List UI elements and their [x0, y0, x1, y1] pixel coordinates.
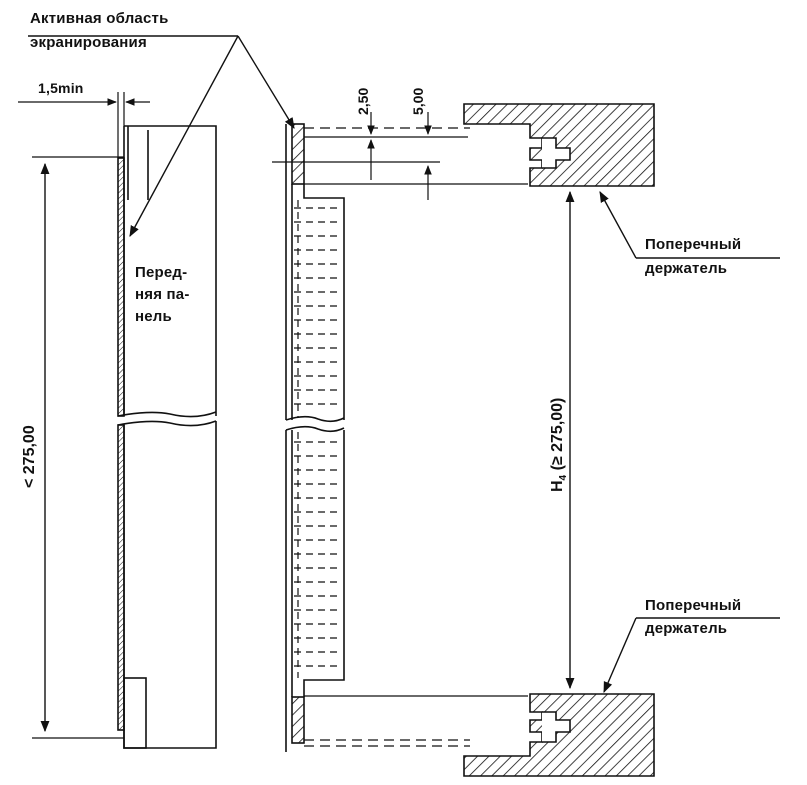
front-panel-label-line1: Перед-	[135, 264, 188, 281]
active-area-label-line1: Активная область	[30, 10, 169, 27]
front-panel-left	[32, 125, 217, 749]
holder-top-label-line1: Поперечный	[645, 236, 742, 253]
holder-bottom-label-line1: Поперечный	[645, 597, 742, 614]
board-assembly	[272, 123, 528, 752]
dim-label-2-50: 2,50	[355, 87, 371, 115]
front-panel-label-line2: няя па-	[135, 286, 190, 303]
dim-label-5-00: 5,00	[410, 87, 426, 115]
height-h4-label: H4 (≥ 275,00)	[549, 397, 570, 492]
cross-holder-bottom	[463, 693, 655, 777]
front-panel-label-line3: нель	[135, 308, 172, 325]
holder-bottom-label-line2: держатель	[645, 620, 728, 637]
top-dimensions	[367, 112, 432, 200]
active-area-label-line2: экранирования	[30, 34, 147, 51]
holder-leaders	[599, 191, 780, 694]
height-left-label: < 275,00	[21, 425, 38, 488]
min-gap-dimension	[18, 92, 150, 158]
active-area-leaders	[28, 35, 295, 237]
holder-top-label-line2: держатель	[645, 260, 728, 277]
min-gap-label: 1,5min	[38, 80, 84, 96]
cross-holder-top	[463, 103, 655, 187]
